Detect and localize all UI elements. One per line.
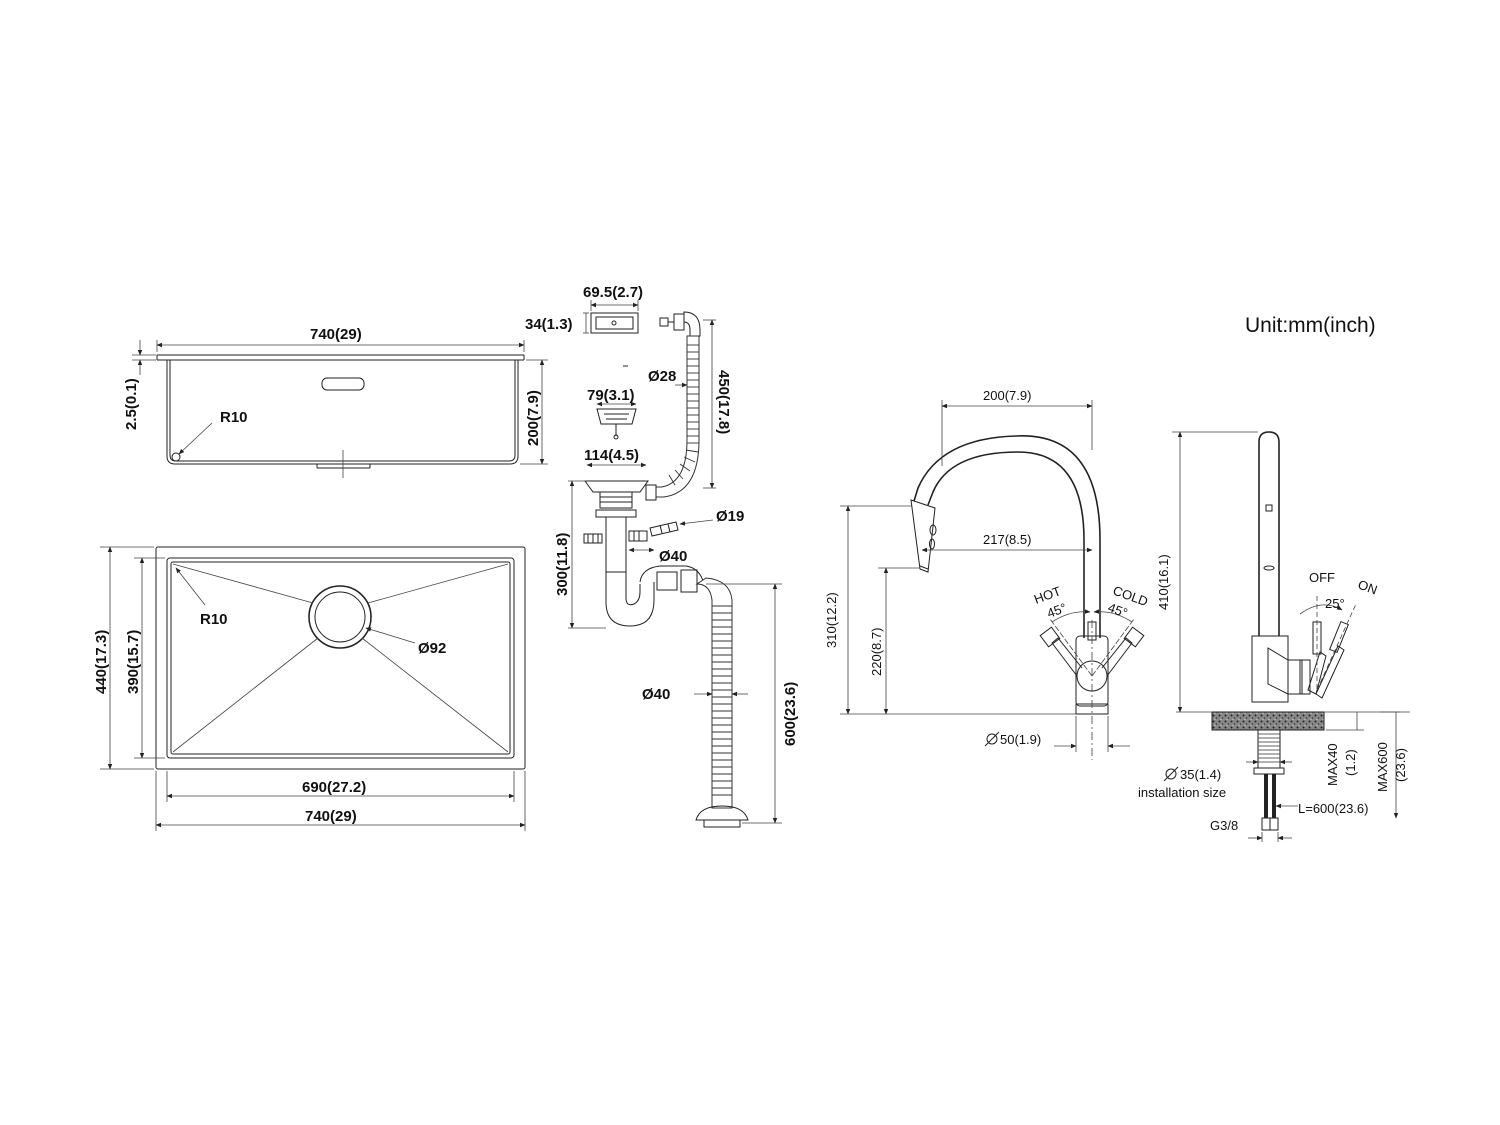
outlet-label: Ø19 xyxy=(716,508,744,525)
installation-size-label: installation size xyxy=(1138,785,1226,800)
side-fittings xyxy=(583,521,679,544)
unit-label: Unit:mm(inch) xyxy=(1245,314,1376,337)
pipe-length-label: 600(23.6) xyxy=(782,682,799,746)
sink-top-view: R10 Ø92 440(17.3) 390(15.7) 690(27.2) 74… xyxy=(93,546,526,831)
pipe-lower-diameter-label: Ø40 xyxy=(642,686,670,703)
faucet-front-view: HOT COLD 45° 45° 200(7.9) 217(8.5) 310(1… xyxy=(824,388,1150,760)
basket-label: 79(3.1) xyxy=(587,387,635,404)
spout-height-label: 220(8.7) xyxy=(869,628,884,676)
thread-label: G3/8 xyxy=(1210,818,1238,833)
hose-diameter-label: Ø28 xyxy=(648,368,676,385)
sink-rim-label: 2.5(0.1) xyxy=(123,378,140,430)
hose-length-side-label: L=600(23.6) xyxy=(1298,801,1368,816)
diameter-icon xyxy=(1163,766,1179,782)
hose-ribs xyxy=(668,344,699,486)
sink-side-radius-label: R10 xyxy=(220,409,248,426)
deck-max-inch-label: (1.2) xyxy=(1343,749,1358,776)
pipe-diameter-label: Ø40 xyxy=(659,548,687,565)
overflow-height-label: 34(1.3) xyxy=(525,316,573,333)
base-diameter-label: 50(1.9) xyxy=(1000,732,1041,747)
sink-inner-width-label: 690(27.2) xyxy=(302,779,366,796)
lever-angle-label: 25° xyxy=(1325,596,1345,611)
overflow-width-label: 69.5(2.7) xyxy=(583,284,643,301)
cold-angle-label: 45° xyxy=(1106,600,1130,621)
side-height-label: 410(16.1) xyxy=(1156,554,1171,610)
sink-side-width-label: 740(29) xyxy=(310,326,362,343)
on-label: ON xyxy=(1356,577,1379,598)
sink-depth-label: 200(7.9) xyxy=(525,390,542,446)
sink-side-view: 740(29) 2.5(0.1) 200(7.9) R10 xyxy=(123,326,548,478)
sink-outer-depth-label: 440(17.3) xyxy=(93,630,110,694)
drain-kit: 69.5(2.7) 34(1.3) 450(17.8) Ø28 xyxy=(525,284,799,828)
diameter-icon xyxy=(984,731,1000,747)
faucet-height-label: 310(12.2) xyxy=(824,592,839,648)
sink-drain-label: Ø92 xyxy=(418,640,446,657)
sink-top-radius-label: R10 xyxy=(200,611,228,628)
sink-outer-width-label: 740(29) xyxy=(305,808,357,825)
reach-label: 200(7.9) xyxy=(983,388,1031,403)
faucet-side-view: OFF ON 25° 410(16.1) 35(1.4) xyxy=(1138,431,1410,842)
trap-height-label: 300(11.8) xyxy=(554,533,571,596)
hot-angle-label: 45° xyxy=(1045,600,1069,621)
hose-length-label: 450(17.8) xyxy=(715,370,732,434)
deck-max-label: MAX40 xyxy=(1325,743,1340,786)
spout-reach-label: 217(8.5) xyxy=(983,532,1031,547)
sink-inner-depth-label: 390(15.7) xyxy=(125,630,142,694)
hose-max-inch-label: (23.6) xyxy=(1393,748,1408,782)
flange-label: 114(4.5) xyxy=(584,447,639,464)
off-label: OFF xyxy=(1309,570,1335,585)
hose-max-label: MAX600 xyxy=(1375,742,1390,792)
hole-diameter-label: 35(1.4) xyxy=(1180,767,1221,782)
pipe-ribs xyxy=(712,605,732,796)
